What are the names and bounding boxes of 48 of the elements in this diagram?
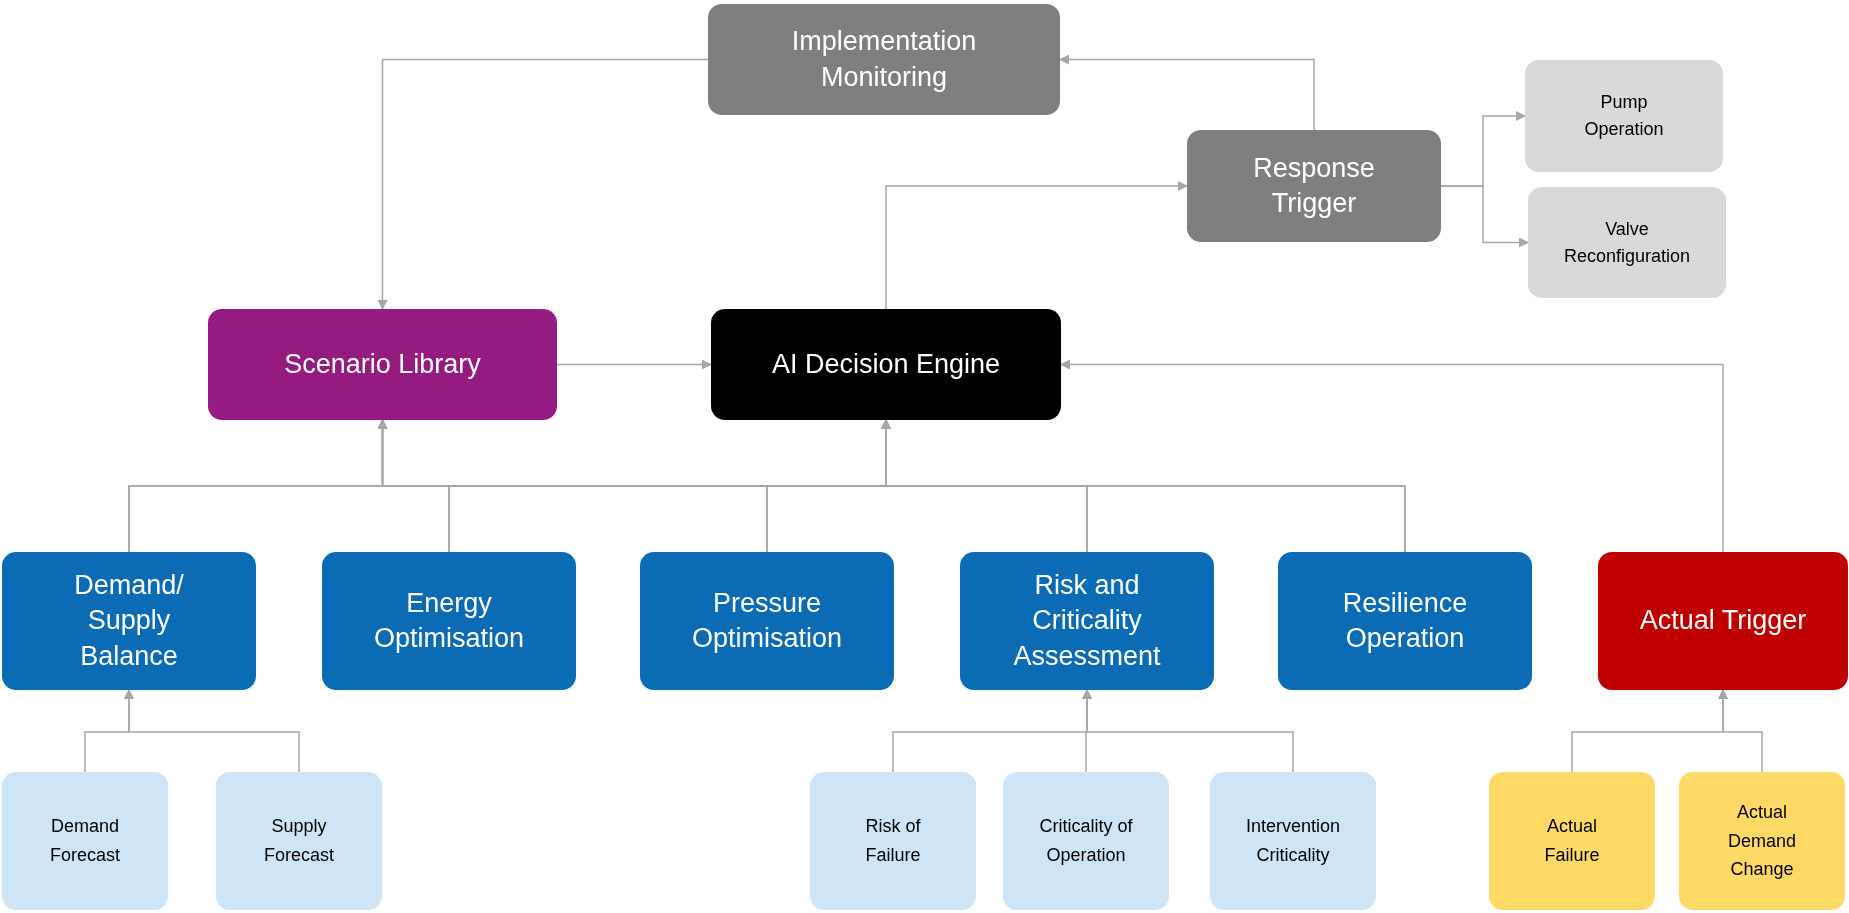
node-label: Supply Forecast xyxy=(263,815,335,867)
arrow xyxy=(377,58,709,310)
library-box xyxy=(208,309,557,420)
node-label: Actual Trigger xyxy=(1639,604,1807,638)
input-box xyxy=(2,772,168,910)
arrow xyxy=(881,419,1406,553)
arrow xyxy=(885,181,1188,310)
node-label: Risk of Failure xyxy=(864,815,922,867)
arrow xyxy=(1718,689,1763,773)
node-label: Risk and Criticality Assessment xyxy=(1012,569,1162,673)
node-label: Valve Reconfiguration xyxy=(1562,217,1692,268)
node-label: Actual Demand Change xyxy=(1727,800,1797,882)
arrow xyxy=(124,689,300,773)
action-box xyxy=(1525,60,1723,172)
module-box xyxy=(2,552,256,690)
node-label: AI Decision Engine xyxy=(771,347,1001,381)
module-box xyxy=(960,552,1214,690)
node-label: Pressure Optimisation xyxy=(690,586,844,655)
arrow xyxy=(1059,54,1315,131)
module-box xyxy=(640,552,894,690)
trigger-box xyxy=(1598,552,1848,690)
arrow xyxy=(1440,185,1529,248)
action-box xyxy=(1528,187,1726,298)
process-box xyxy=(708,4,1060,115)
arrow xyxy=(1060,359,1724,553)
process-box xyxy=(1187,130,1441,242)
module-box xyxy=(322,552,576,690)
node-label: Demand Forecast xyxy=(49,815,121,867)
module-box xyxy=(1278,552,1532,690)
engine-box xyxy=(711,309,1061,420)
input-box xyxy=(810,772,976,910)
node-label: Actual Failure xyxy=(1543,815,1601,867)
node-label: Implementation Monitoring xyxy=(790,25,978,94)
event-box xyxy=(1679,772,1845,910)
node-label: Intervention Criticality xyxy=(1244,815,1342,867)
node-label: Energy Optimisation xyxy=(372,586,526,655)
input-box xyxy=(1003,772,1169,910)
input-box xyxy=(1210,772,1376,910)
node-label: Scenario Library xyxy=(284,347,481,381)
node-label: Criticality of Operation xyxy=(1038,815,1134,867)
node-label: Resilience Operation xyxy=(1341,586,1469,655)
node-label: Demand/ Supply Balance xyxy=(73,569,185,673)
node-label: Response Trigger xyxy=(1252,151,1376,220)
node-label: Pump Operation xyxy=(1583,91,1665,141)
input-box xyxy=(216,772,382,910)
arrow xyxy=(556,359,712,370)
event-box xyxy=(1489,772,1655,910)
arrow xyxy=(1082,689,1294,773)
